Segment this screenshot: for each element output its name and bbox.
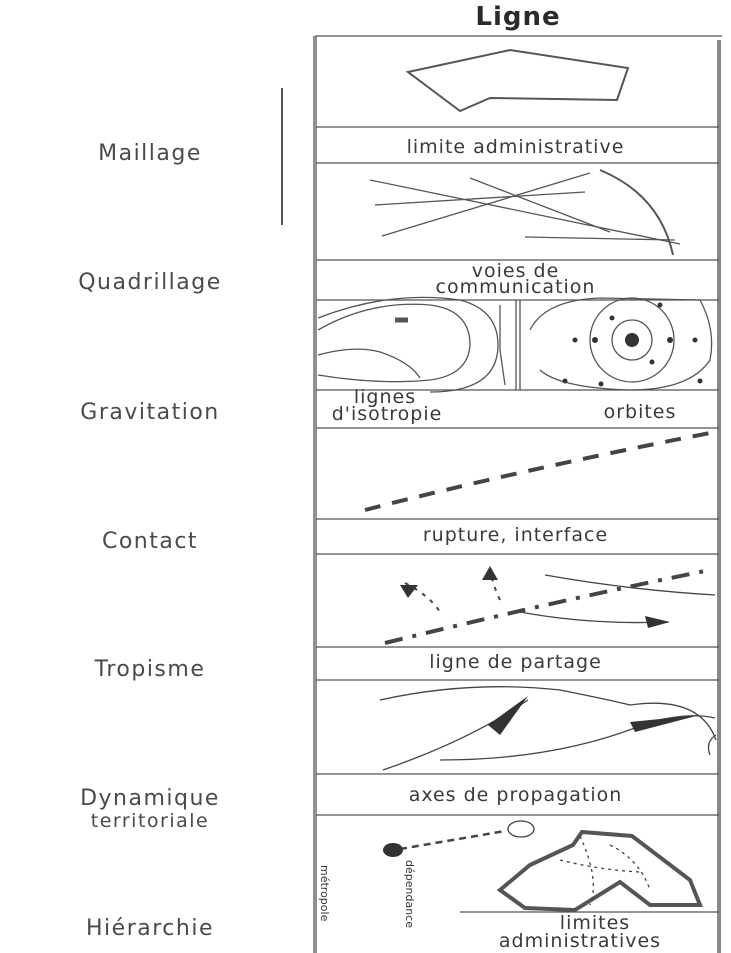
- tropism-arrowhead-2: [482, 566, 498, 580]
- hierarchy-inner-1: [580, 836, 593, 905]
- orbit-dot-6: [693, 338, 698, 343]
- orbit-dot-9: [698, 379, 703, 384]
- hierarchy-territory: [500, 832, 700, 910]
- tropism-arrowhead-3: [645, 616, 670, 628]
- quad-curve: [600, 170, 673, 255]
- orbit-dot-2: [667, 337, 673, 343]
- tropism-flow-line: [545, 575, 715, 595]
- dependency-circle: [508, 821, 534, 837]
- orbit-dot-8: [599, 382, 604, 387]
- rupture-line: [365, 432, 715, 510]
- isotropy-contour-3: [318, 349, 420, 378]
- tropism-arrowhead-1: [400, 585, 418, 598]
- hierarchy-link: [400, 831, 505, 849]
- propagation-axis-2: [440, 716, 715, 760]
- hierarchy-inner-3: [560, 860, 640, 872]
- isotropy-contour-1: [318, 304, 470, 381]
- orbit-dot-1: [592, 337, 598, 343]
- isotropy-contour-2: [318, 297, 498, 392]
- propagation-arrowhead-1: [488, 696, 528, 735]
- orbit-dot-7: [563, 379, 568, 384]
- orbit-dot-4: [650, 360, 655, 365]
- orbit-dot-3: [610, 316, 615, 321]
- isotropy-contour-4: [500, 305, 505, 385]
- quad-line-3: [382, 173, 590, 236]
- orbit-dot-10: [658, 303, 663, 308]
- propagation-front: [380, 687, 716, 740]
- orbit-dot-5: [573, 338, 578, 343]
- orbit-outer: [530, 298, 712, 390]
- orbit-core: [625, 333, 639, 347]
- metropole-dot: [383, 843, 403, 857]
- maillage-polygon: [408, 50, 628, 111]
- propagation-arrowhead-2: [630, 715, 700, 732]
- partage-line: [385, 570, 710, 643]
